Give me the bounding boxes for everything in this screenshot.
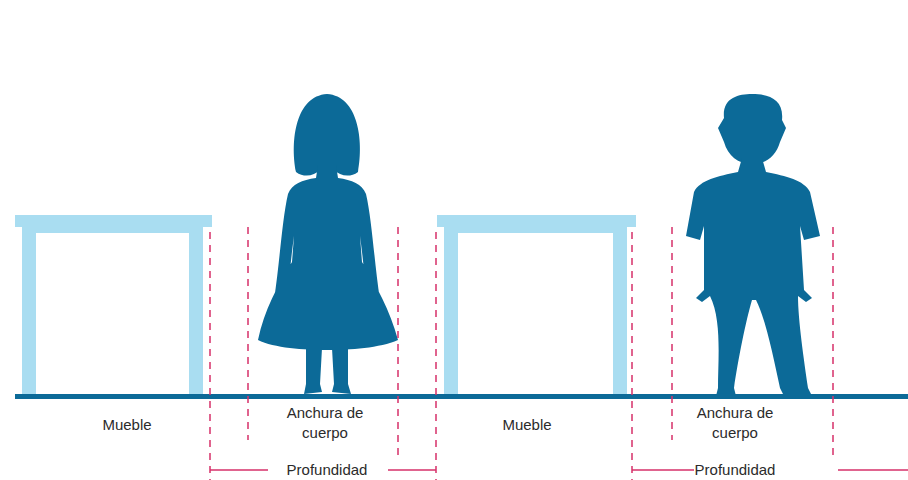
table (437, 215, 636, 397)
boy-silhouette (686, 94, 820, 396)
boy-head (718, 94, 786, 164)
dashed-guide (209, 232, 211, 480)
table-leg (22, 227, 36, 397)
table-leg (613, 227, 627, 397)
depth-line (388, 469, 436, 471)
boy-body (686, 158, 820, 396)
girl-head (294, 94, 360, 176)
table (15, 215, 212, 397)
depth-label: Profundidad (680, 460, 790, 480)
dashed-guide (671, 227, 673, 440)
guide-lines (210, 227, 833, 480)
dashed-guide (435, 232, 437, 480)
depth-label: Profundidad (272, 460, 382, 480)
girl-silhouette (258, 94, 398, 394)
table-apron (458, 227, 613, 233)
depth-line (838, 469, 908, 471)
girl-leg (304, 348, 322, 394)
dashed-guide (631, 232, 633, 480)
furniture-label: Mueble (472, 415, 582, 435)
width-label: Anchura de cuerpo (690, 403, 780, 443)
girl-body (258, 165, 398, 350)
depth-line (210, 469, 268, 471)
girl-leg (332, 348, 351, 394)
width-label: Anchura de cuerpo (280, 403, 370, 443)
table-leg (444, 227, 458, 397)
furniture-label: Mueble (72, 415, 182, 435)
floor-line (15, 394, 908, 399)
table-top (437, 215, 636, 227)
depth-line (632, 469, 694, 471)
table-apron (36, 227, 189, 233)
dashed-guide (832, 227, 834, 455)
dashed-guide (247, 227, 249, 440)
table-leg (189, 227, 203, 397)
table-top (15, 215, 212, 227)
dashed-guide (397, 227, 399, 455)
